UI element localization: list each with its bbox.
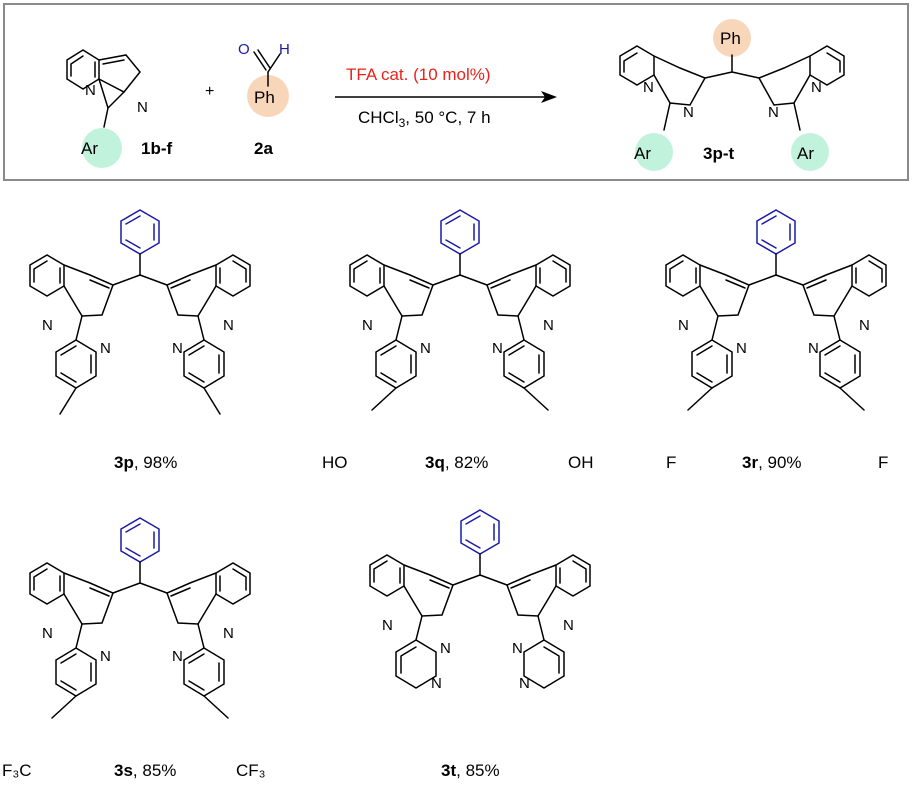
product-3t-structure	[369, 509, 591, 689]
product-3r-n-1: N	[678, 317, 689, 334]
product-3s-substituent-right: CF₃	[236, 761, 266, 780]
product-n-left-1: N	[643, 79, 654, 96]
product-3p-caption: 3p, 98%	[114, 453, 177, 472]
product-3r-substituent-left: F	[666, 453, 676, 472]
product-ar-left-highlight	[635, 133, 673, 171]
svg-text:3r, 90%: 3r, 90%	[742, 453, 802, 472]
reactant-1-n2-label: N	[137, 99, 148, 116]
product-3r-n-3: N	[808, 340, 819, 357]
product-3q-n-2: N	[420, 340, 431, 357]
product-ph-highlight	[713, 19, 751, 57]
product-3p-n-3: N	[172, 340, 183, 357]
reactant-2-structure	[247, 49, 289, 117]
product-n-left-2: N	[683, 104, 694, 121]
product-3r-structure	[665, 209, 887, 411]
reactant-1-structure	[66, 49, 141, 168]
product-3t-pyridyl-n-left: N	[431, 675, 442, 692]
product-3q-caption: 3q, 82%	[425, 453, 488, 472]
reaction-frame	[3, 3, 909, 181]
product-ar-right-label: Ar	[797, 144, 814, 163]
arrow-head	[541, 91, 557, 103]
product-3s-caption: 3s, 85%	[114, 761, 176, 780]
product-3t-n-2: N	[440, 640, 451, 657]
conditions-label: CHCl3, 50 °C, 7 h	[358, 108, 491, 130]
product-3r-caption: 3r, 90%	[742, 453, 802, 472]
product-3p-structure	[29, 209, 251, 415]
product-3q-n-3: N	[492, 340, 503, 357]
product-3s-structure	[29, 517, 251, 719]
product-3q-n-1: N	[362, 317, 373, 334]
product-n-right-1: N	[811, 79, 822, 96]
product-3s-n-2: N	[100, 648, 111, 665]
reactant-2-o-label: O	[238, 41, 250, 58]
product-3p-n-1: N	[42, 317, 53, 334]
product-3q-structure	[349, 209, 571, 411]
reactant-1-label: 1b-f	[141, 139, 173, 158]
product-n-right-2: N	[768, 104, 779, 121]
reactant-2-ph-label: Ph	[254, 88, 275, 107]
reactant-2-label: 2a	[254, 139, 273, 158]
product-ar-left-label: Ar	[634, 144, 651, 163]
plus-sign: +	[205, 83, 214, 100]
product-3r-n-4: N	[859, 317, 870, 334]
reactant-2-h-label: H	[279, 41, 290, 58]
product-3t-n-1: N	[382, 617, 393, 634]
product-3t-pyridyl-n-right: N	[519, 675, 530, 692]
reagent-label: TFA cat. (10 mol%)	[346, 65, 491, 84]
product-label: 3p-t	[703, 144, 735, 163]
product-3t-n-4: N	[563, 617, 574, 634]
product-3r-n-2: N	[736, 340, 747, 357]
product-3q-substituent-right: OH	[568, 453, 594, 472]
product-3p-n-4: N	[223, 317, 234, 334]
svg-text:3q, 82%: 3q, 82%	[425, 453, 488, 472]
product-3s-n-1: N	[42, 625, 53, 642]
product-3s-n-4: N	[223, 625, 234, 642]
product-3t-n-3: N	[512, 640, 523, 657]
product-3q-substituent-left: HO	[322, 453, 348, 472]
product-3s-substituent-left: F₃C	[2, 761, 32, 780]
ph-highlight	[247, 75, 289, 117]
reactant-1-n-label: N	[85, 82, 96, 99]
svg-text:3s, 85%: 3s, 85%	[114, 761, 176, 780]
product-ph-label: Ph	[720, 29, 741, 48]
reactant-1-ar-label: Ar	[81, 139, 98, 158]
svg-text:3t, 85%: 3t, 85%	[441, 761, 500, 780]
ar-highlight	[82, 128, 122, 168]
product-3t-caption: 3t, 85%	[441, 761, 500, 780]
product-ar-right-highlight	[791, 133, 829, 171]
product-3s-n-3: N	[172, 648, 183, 665]
product-3p-n-2: N	[100, 340, 111, 357]
product-3q-n-4: N	[543, 317, 554, 334]
product-structure	[619, 19, 845, 171]
svg-text:3p, 98%: 3p, 98%	[114, 453, 177, 472]
product-3r-substituent-right: F	[878, 453, 888, 472]
